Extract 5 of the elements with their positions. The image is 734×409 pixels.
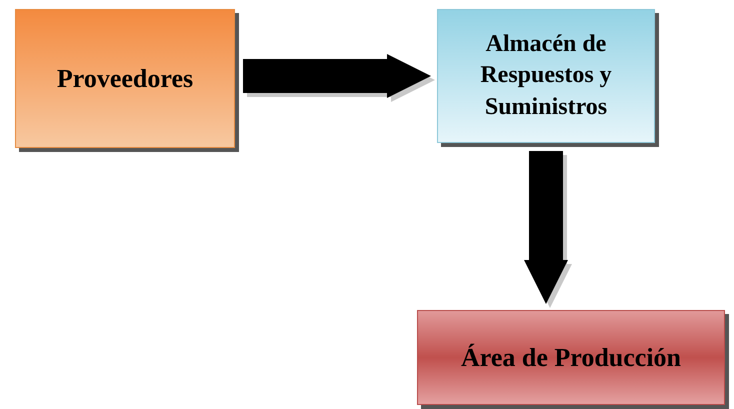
box-label: Proveedores [56, 62, 194, 95]
block-arrow [524, 151, 568, 304]
box-label: Almacén de Respuestos y Suministros [479, 30, 613, 122]
box-label: Área de Producción [460, 342, 682, 374]
block-arrow [243, 54, 431, 98]
